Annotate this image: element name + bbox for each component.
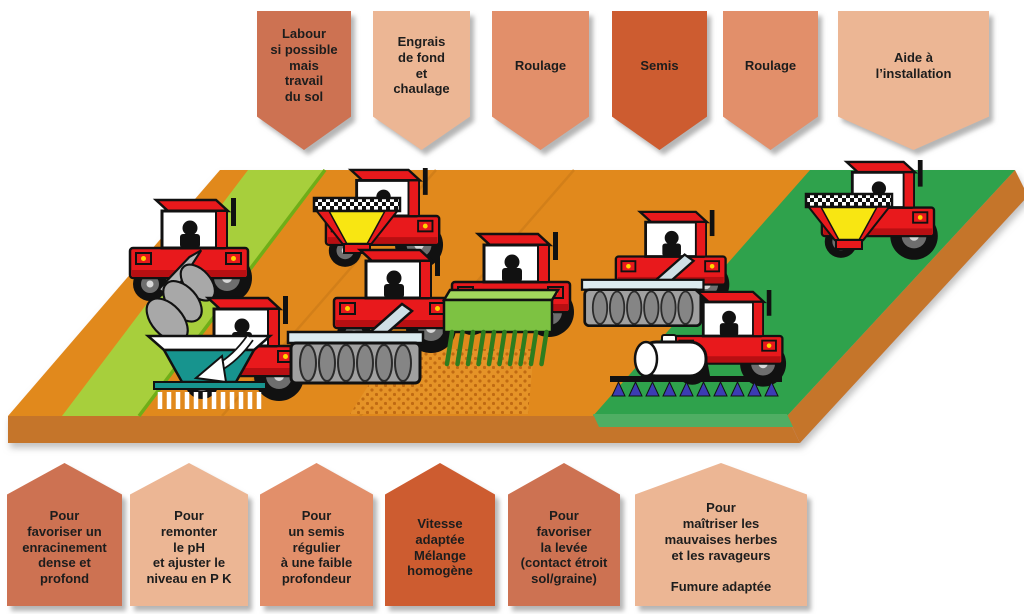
green-crop-edge [593,414,793,427]
note-semis-regulier-label: Pour un semis régulier à une faible prof… [280,507,353,587]
banner-semis: Semis [612,11,707,150]
banner-roulage-2: Roulage [723,11,818,150]
note-enracinement-label: Pour favoriser un enracinement dense et … [22,507,107,587]
note-vitesse-melange-label: Vitesse adaptée Mélange homogène [407,515,473,579]
banner-engrais-de-fond: Engrais de fond et chaulage [373,11,470,150]
banner-roulage-1-label: Roulage [514,57,567,73]
field-right-face [787,170,1024,443]
note-ph-pk-label: Pour remonter le pH et ajuster le niveau… [146,507,232,587]
note-ph-pk: Pour remonter le pH et ajuster le niveau… [130,463,248,606]
note-semis-regulier: Pour un semis régulier à une faible prof… [260,463,373,606]
banner-labour: Labour si possible mais travail du sol [257,11,351,150]
note-levee: Pour favoriser la levée (contact étroit … [508,463,620,606]
note-mauvaises-herbes: Pour maîtriser les mauvaises herbes et l… [635,463,807,606]
note-mauvaises-herbes-label: Pour maîtriser les mauvaises herbes et l… [664,499,778,595]
banner-engrais-label: Engrais de fond et chaulage [393,33,450,97]
banner-labour-label: Labour si possible mais travail du sol [270,25,338,105]
banner-roulage-2-label: Roulage [744,57,797,73]
note-levee-label: Pour favoriser la levée (contact étroit … [520,507,608,587]
note-enracinement: Pour favoriser un enracinement dense et … [7,463,122,606]
banner-aide-label: Aide à l’installation [875,49,952,81]
banner-aide-installation: Aide à l’installation [838,11,989,150]
banner-semis-label: Semis [640,57,679,73]
note-vitesse-melange: Vitesse adaptée Mélange homogène [385,463,495,606]
banner-roulage-1: Roulage [492,11,589,150]
